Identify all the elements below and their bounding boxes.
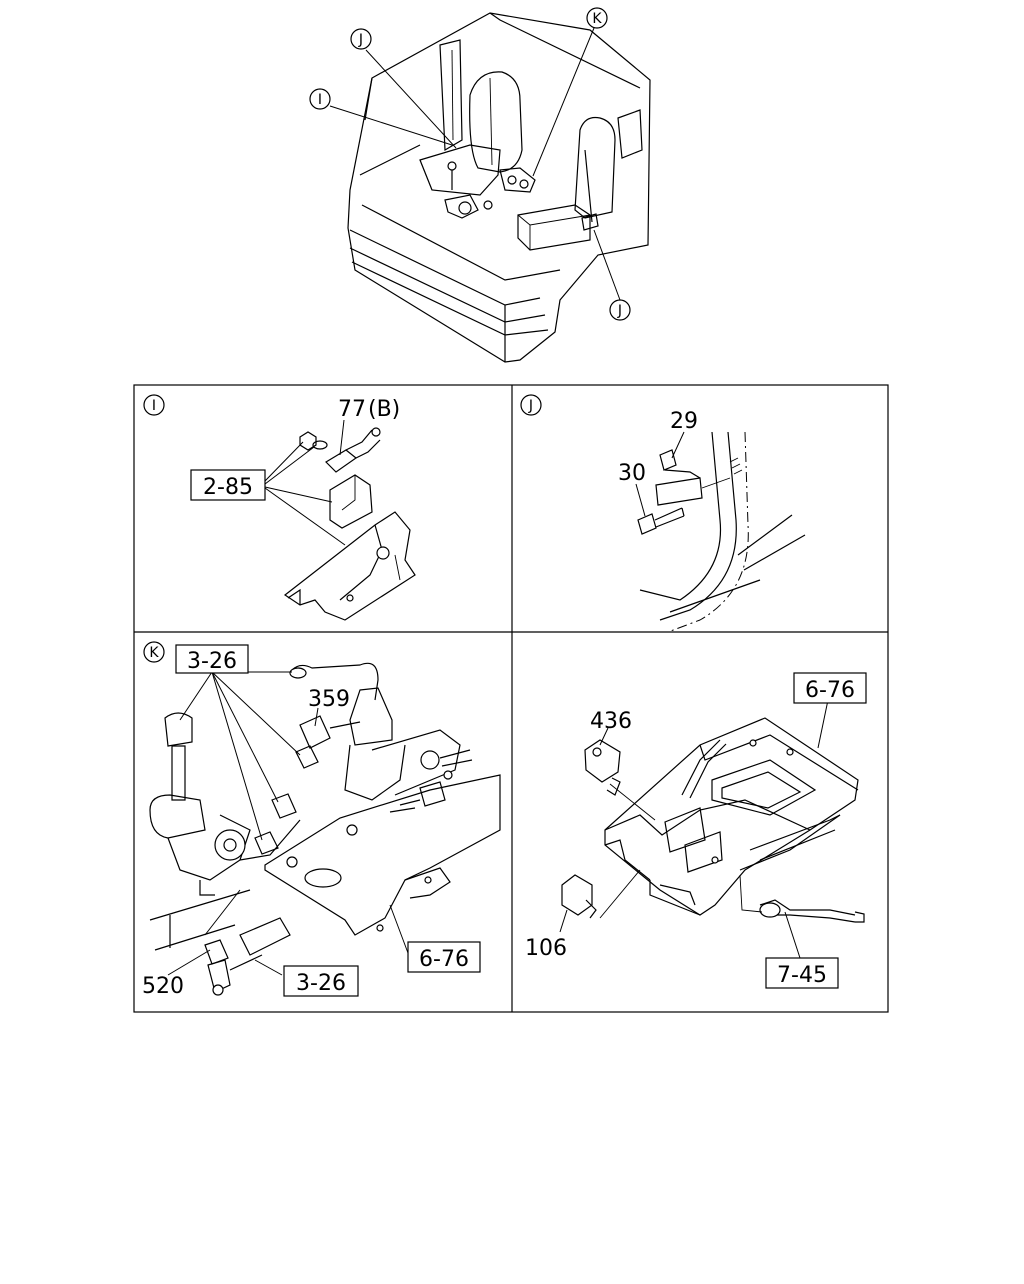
ref-box-7-45: 7-45	[777, 963, 827, 988]
panel-i-letter: I	[143, 394, 165, 416]
ref-box-2-85: 2-85	[203, 475, 253, 500]
part-number-77: 77	[338, 397, 366, 422]
part-number-30: 30	[618, 461, 646, 486]
detail-panel-grid	[133, 384, 889, 1013]
overview-callout-j-top: J	[350, 28, 372, 50]
svg-text:J: J	[528, 398, 533, 414]
part-number-359: 359	[308, 687, 350, 712]
cab-overview-illustration	[347, 12, 651, 363]
overview-callout-i: I	[309, 88, 331, 110]
part-number-29: 29	[670, 409, 698, 434]
svg-text:K: K	[592, 11, 602, 27]
svg-text:K: K	[149, 645, 159, 661]
part-number-77-suffix: (B)	[368, 397, 400, 422]
panel-k-letter: K	[143, 641, 165, 663]
panel-i: I 77 (B) 2-85	[143, 394, 416, 621]
part-number-520: 520	[142, 974, 184, 999]
overview-callout-j-bottom: J	[609, 299, 631, 321]
svg-text:J: J	[358, 32, 363, 48]
overview-callout-k: K	[586, 7, 608, 29]
panel-k: K	[142, 641, 501, 999]
svg-text:I: I	[318, 92, 322, 108]
ref-box-3-26-top: 3-26	[187, 649, 237, 674]
svg-text:J: J	[617, 303, 622, 319]
panel-j: J 29 30	[520, 394, 806, 633]
panel-j-letter: J	[520, 394, 542, 416]
part-number-436: 436	[590, 709, 632, 734]
panel-console: 6-76 436 106 7-45	[525, 672, 867, 989]
part-number-106: 106	[525, 936, 567, 961]
svg-text:I: I	[152, 398, 156, 414]
ref-box-6-76-panel-k: 6-76	[419, 947, 469, 972]
ref-box-3-26-bottom: 3-26	[296, 971, 346, 996]
overview-leaders	[329, 27, 621, 301]
ref-box-6-76-console: 6-76	[805, 678, 855, 703]
